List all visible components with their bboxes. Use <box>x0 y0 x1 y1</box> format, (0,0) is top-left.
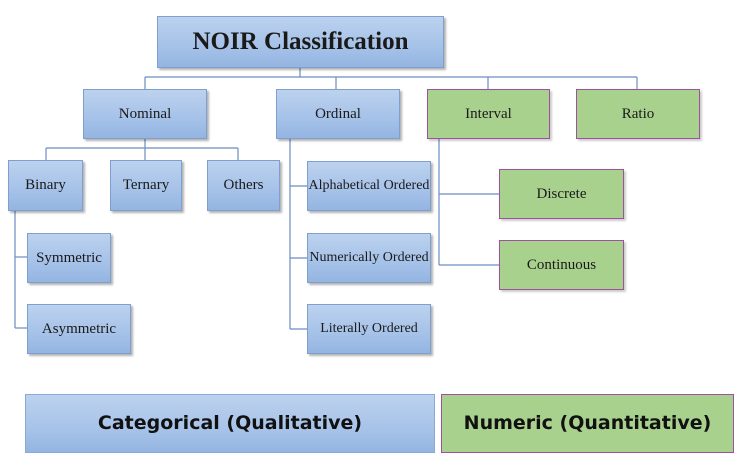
discrete-label: Discrete <box>536 185 587 202</box>
title-text: NOIR Classification <box>192 28 409 56</box>
interval-box: Interval <box>427 89 550 139</box>
interval-label: Interval <box>465 105 512 122</box>
binary-box: Binary <box>8 160 83 211</box>
legend-numeric: Numeric (Quantitative) <box>441 394 734 453</box>
symmetric-box: Symmetric <box>27 233 111 283</box>
legend-numeric-label: Numeric (Quantitative) <box>463 412 712 435</box>
numerically-ordered-box: Numerically Ordered <box>307 233 431 283</box>
nominal-box: Nominal <box>83 89 207 139</box>
continuous-label: Continuous <box>526 256 597 273</box>
ternary-label: Ternary <box>122 177 170 194</box>
others-box: Others <box>207 160 280 211</box>
ternary-box: Ternary <box>110 160 182 211</box>
continuous-box: Continuous <box>499 240 624 290</box>
ratio-label: Ratio <box>621 105 655 122</box>
title-box: NOIR Classification <box>157 16 444 68</box>
ordinal-label: Ordinal <box>315 105 361 122</box>
discrete-box: Discrete <box>499 169 624 219</box>
ratio-box: Ratio <box>576 89 700 139</box>
ordinal-box: Ordinal <box>276 89 400 139</box>
legend-categorical: Categorical (Qualitative) <box>25 394 435 453</box>
symmetric-label: Symmetric <box>36 249 102 266</box>
others-label: Others <box>223 177 264 194</box>
legend-categorical-label: Categorical (Qualitative) <box>97 412 363 435</box>
binary-label: Binary <box>25 177 66 194</box>
literally-ordered-box: Literally Ordered <box>307 304 431 354</box>
asymmetric-box: Asymmetric <box>27 304 131 354</box>
alphabetical-ordered-label: Alphabetical Ordered <box>308 178 430 194</box>
literally-ordered-label: Literally Ordered <box>320 321 418 337</box>
alphabetical-ordered-box: Alphabetical Ordered <box>307 161 431 211</box>
numerically-ordered-label: Numerically Ordered <box>309 250 429 266</box>
nominal-label: Nominal <box>118 105 172 122</box>
asymmetric-label: Asymmetric <box>41 320 117 337</box>
